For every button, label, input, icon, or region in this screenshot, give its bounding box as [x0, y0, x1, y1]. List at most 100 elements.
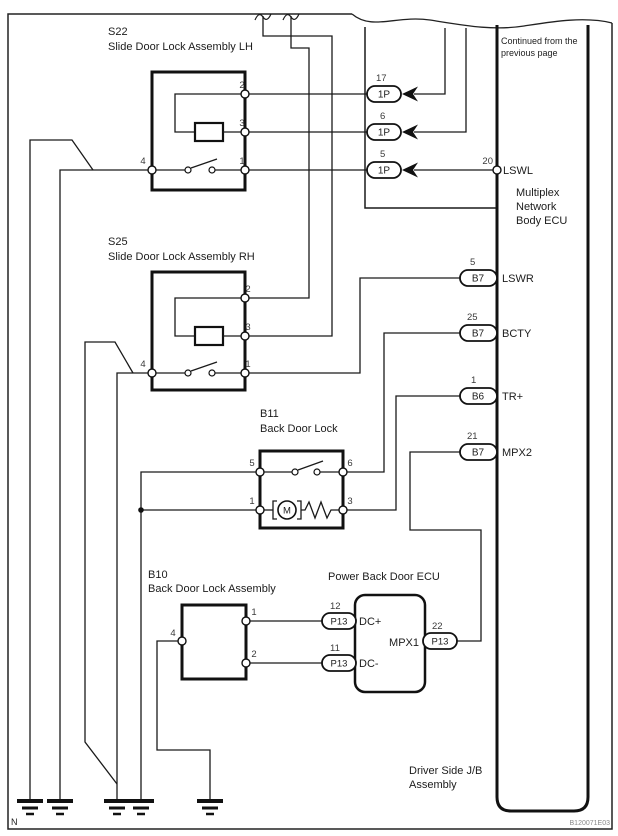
s25-pin2-number: 2	[245, 284, 250, 295]
wire-s25-pin2-prevpage	[245, 16, 310, 299]
page-frame	[7, 13, 613, 830]
wire-mpx1-mpx2	[409, 451, 482, 642]
driver-side-jb-label: Driver Side J/B Assembly	[409, 765, 482, 791]
ecu-dc-minus-label: DC-	[359, 658, 379, 670]
motor-label: M	[283, 506, 291, 517]
resistor-icon	[301, 500, 343, 520]
ecu-dc-plus-label: DC+	[359, 616, 381, 628]
s22-pin4-number: 4	[140, 156, 145, 167]
power-back-door-ecu: Power Back Door ECU DC+ DC- MPX1 P13 12 …	[321, 571, 458, 694]
s25-code: S25	[108, 236, 128, 248]
wire-break-icon	[254, 13, 272, 21]
wire-b11-pin3-trplus	[343, 395, 460, 511]
ecu-name: Power Back Door ECU	[328, 571, 440, 583]
grounds	[15, 799, 225, 816]
wire-prevpage-to-1p6	[414, 28, 467, 133]
wire-prevpage-to-1p17	[414, 28, 446, 95]
connector-label: 1P	[378, 90, 391, 101]
connector-p13-12: P13 12	[321, 601, 357, 630]
b10-pin2-number: 2	[251, 649, 256, 660]
wire-b11-pin6-bcty	[343, 332, 460, 473]
connector-b7-lswr: B7 5 LSWR	[459, 257, 534, 287]
connector-p13-11: P13 11	[321, 643, 357, 672]
b10-pin4-number: 4	[170, 628, 175, 639]
b10-code: B10	[148, 569, 168, 581]
jb-name-line2: Assembly	[409, 779, 457, 791]
b11-code: B11	[260, 408, 279, 420]
connector-b7-mpx2: B7 21 MPX2	[459, 431, 532, 461]
junction-dot	[138, 507, 144, 513]
lswl-pin-number: 20	[482, 156, 493, 167]
s25-pin4-number: 4	[140, 359, 145, 370]
connector-label: B7	[472, 274, 485, 285]
s22-assembly: S22 Slide Door Lock Assembly LH 2 3 1 4	[108, 26, 253, 192]
wire-break-icons	[254, 13, 300, 21]
wire-s25-branch-ground	[84, 341, 134, 785]
switch-icon	[152, 158, 245, 174]
connector-pin-number: 17	[376, 73, 387, 84]
ground-icon	[102, 799, 132, 816]
connector-pin-number: 5	[470, 257, 475, 268]
bcty-signal-label: BCTY	[502, 328, 532, 340]
connector-1p-17: 1P 17	[366, 73, 418, 103]
connector-label: B6	[472, 392, 485, 403]
mnb-ecu-name-line2: Network	[516, 201, 557, 213]
wire-b10-pin4-ground	[156, 640, 211, 800]
b10-name: Back Door Lock Assembly	[148, 583, 276, 595]
wire-b11-pin5-ground	[140, 471, 260, 800]
ecu-mpx1-label: MPX1	[389, 637, 419, 649]
connector-p13-22: P13 22	[422, 621, 458, 650]
s22-pin1-number: 1	[239, 156, 244, 167]
connector-label: B7	[472, 329, 485, 340]
resistor-icon	[193, 325, 225, 347]
connector-b6-trplus: B6 1 TR+	[459, 375, 523, 405]
switch-icon	[152, 361, 245, 377]
connector-pin-number: 22	[432, 621, 443, 632]
continued-note-line1: Continued from the	[501, 36, 578, 46]
connector-b7-bcty: B7 25 BCTY	[459, 312, 532, 342]
motor-icon: M	[260, 500, 302, 520]
ground-icon	[126, 799, 156, 816]
figure-id: B120071E03	[570, 820, 611, 827]
wire-break-icon	[282, 13, 300, 21]
b11-pin6-number: 6	[347, 458, 352, 469]
junction-block-band	[495, 25, 590, 813]
connector-label: P13	[331, 659, 348, 670]
connector-pin-number: 12	[330, 601, 341, 612]
connector-pin-number: 1	[471, 375, 476, 386]
connector-label: P13	[331, 617, 348, 628]
s25-pin3-number: 3	[245, 322, 250, 333]
b11-pin1-number: 1	[249, 496, 254, 507]
lswl-signal-label: LSWL	[503, 165, 533, 177]
b11-back-door-lock: B11 Back Door Lock M 5 6 1 3	[249, 408, 353, 530]
s22-code: S22	[108, 26, 128, 38]
b11-name: Back Door Lock	[260, 423, 338, 435]
s22-pin2-number: 2	[239, 80, 244, 91]
connector-label: B7	[472, 448, 485, 459]
mpx2-signal-label: MPX2	[502, 447, 532, 459]
s25-assembly: S25 Slide Door Lock Assembly RH 2 3 1 4	[108, 236, 255, 392]
ground-icon	[195, 799, 225, 816]
s25-name: Slide Door Lock Assembly RH	[108, 251, 255, 263]
s22-name: Slide Door Lock Assembly LH	[108, 41, 253, 53]
wire-s22-branch-ground	[29, 139, 94, 800]
connector-1p-6: 1P 6	[366, 111, 418, 141]
connector-pin-number: 6	[380, 111, 385, 122]
harness-box-1p	[364, 27, 496, 209]
b11-pin5-number: 5	[249, 458, 254, 469]
s22-pin3-number: 3	[239, 118, 244, 129]
connector-label: 1P	[378, 128, 391, 139]
switch-icon	[260, 460, 343, 476]
trplus-signal-label: TR+	[502, 391, 523, 403]
jb-name-line1: Driver Side J/B	[409, 765, 482, 777]
footer: N B120071E03	[11, 817, 610, 827]
ground-icon	[45, 799, 75, 816]
wire-s25-pin4-ground	[116, 372, 152, 800]
ground-icon	[15, 799, 45, 816]
lswr-signal-label: LSWR	[502, 273, 534, 285]
connector-label: 1P	[378, 166, 391, 177]
wire-s25-pin1-lswr	[245, 277, 460, 374]
mnb-ecu-name-line3: Body ECU	[516, 215, 567, 227]
page-break-wavy-line	[351, 13, 613, 29]
